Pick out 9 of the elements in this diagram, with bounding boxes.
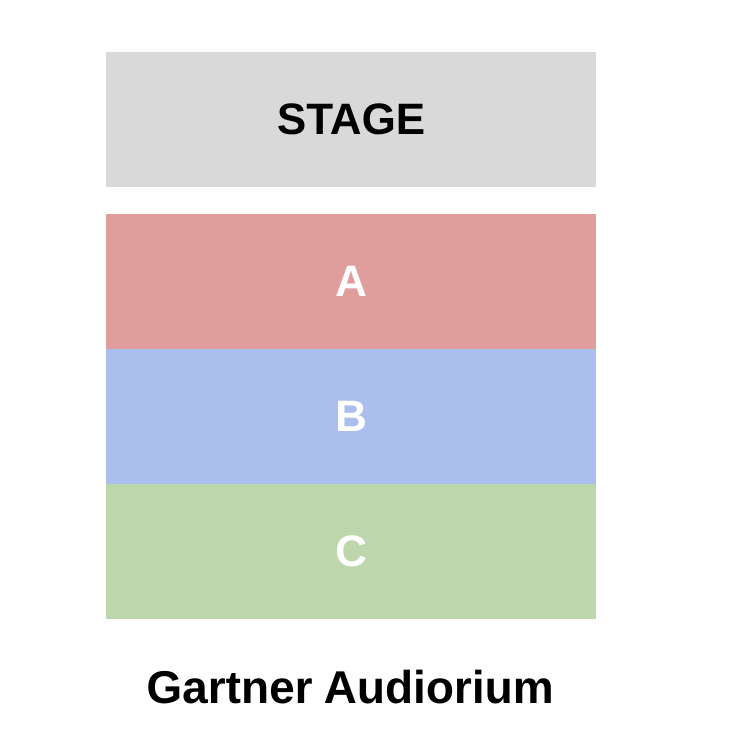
venue-title: Gartner Audiorium bbox=[145, 660, 555, 714]
seating-section bbox=[106, 349, 596, 484]
stage-area bbox=[106, 52, 596, 187]
section-label: A bbox=[335, 256, 367, 306]
seating-section bbox=[106, 214, 596, 349]
seating-section bbox=[106, 484, 596, 619]
section-label: B bbox=[335, 392, 367, 442]
stage-label: STAGE bbox=[276, 94, 426, 144]
section-label: C bbox=[335, 526, 367, 576]
